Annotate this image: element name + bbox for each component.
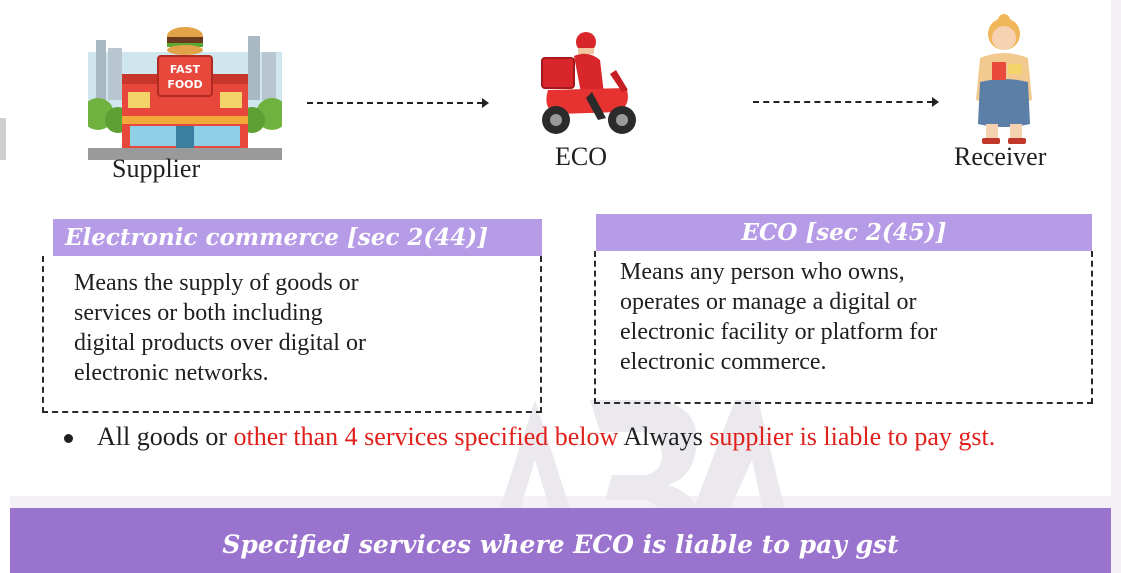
definition-line: Means the supply of goods or (74, 270, 359, 296)
specified-services-banner: Specified services where ECO is liable t… (10, 508, 1111, 573)
ecommerce-definition-box: Means the supply of goods or services or… (42, 256, 542, 413)
left-margin (0, 0, 10, 573)
receiver-label: Receiver (954, 142, 1047, 171)
eco-definition-box: Means any person who owns, operates or m… (594, 251, 1093, 404)
eco-label: ECO (555, 142, 607, 171)
definition-line: operates or manage a digital or (620, 289, 917, 315)
bullet-dot-icon (64, 434, 73, 443)
definition-line: electronic networks. (74, 360, 269, 386)
definition-line: services or both including (74, 300, 323, 326)
definition-line: digital products over digital or (74, 330, 366, 356)
bullet-highlight: other than 4 services specified below (233, 422, 619, 451)
definition-line: electronic commerce. (620, 349, 827, 375)
bullet-text-part: Always (618, 422, 710, 451)
svg-text:FOOD: FOOD (167, 78, 202, 91)
banner-title: Specified services where ECO is liable t… (222, 530, 899, 559)
supplier-to-eco-arrow (307, 98, 489, 108)
supplier-label: Supplier (112, 154, 201, 183)
definition-line: electronic facility or platform for (620, 319, 938, 345)
ecommerce-definition-heading: Electronic commerce [sec 2(44)] (53, 219, 542, 256)
delivery-scooter-icon (541, 32, 636, 134)
left-edge-marker (0, 118, 6, 160)
definition-line: Means any person who owns, (620, 259, 905, 285)
section-separator (10, 496, 1111, 508)
eco-to-receiver-arrow (753, 97, 939, 107)
svg-text:FAST: FAST (170, 63, 201, 76)
bullet-text-part: All goods or (97, 422, 234, 451)
receiver-person-icon (976, 14, 1032, 144)
bullet-text: All goods or other than 4 services speci… (97, 421, 1082, 452)
bullet-highlight: supplier is liable to pay gst. (709, 422, 996, 451)
eco-definition-heading: ECO [sec 2(45)] (596, 214, 1092, 251)
fast-food-store-icon: FAST FOOD (88, 27, 282, 160)
